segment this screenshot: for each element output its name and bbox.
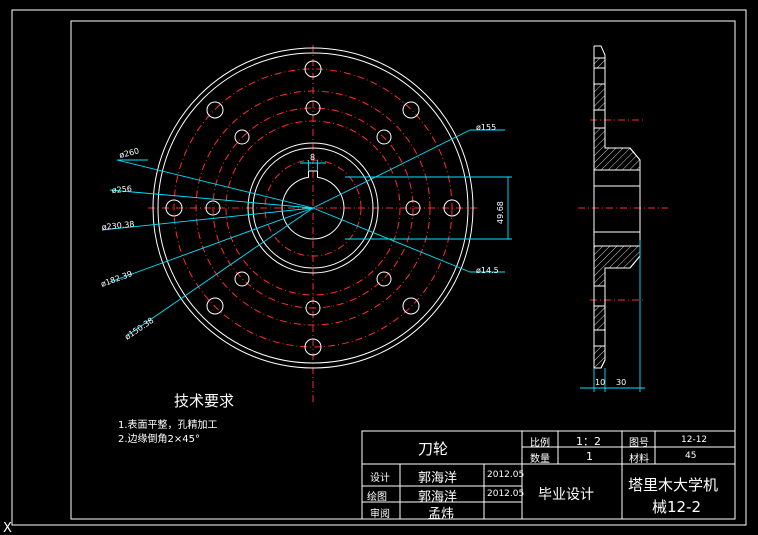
material-label: 材料 <box>629 454 649 465</box>
outer-circle-r160 <box>152 47 474 369</box>
dim-label-d182: ø182.39 <box>100 269 134 289</box>
hub-circle-inner <box>252 147 374 269</box>
outer-bolt-hole <box>304 338 322 356</box>
title-block-grid <box>361 430 736 520</box>
design-label: 设计 <box>370 473 390 484</box>
bolt-circle-inner <box>212 107 414 309</box>
review-name: 孟炜 <box>428 507 455 522</box>
design-date: 2012.05 <box>487 470 525 480</box>
dimension-lines <box>101 129 512 336</box>
review-label: 审阅 <box>370 509 390 520</box>
draw-date: 2012.05 <box>487 489 525 499</box>
leader-d260 <box>116 159 314 209</box>
side-section-view: 10 30 <box>578 45 668 392</box>
leader-d230 <box>101 207 314 231</box>
tech-requirement-1: 1.表面平整，孔精加工 <box>118 420 218 431</box>
draw-label: 绘图 <box>367 492 387 503</box>
dim-label-d256: ø256 <box>111 184 132 195</box>
section-hatch <box>593 345 606 369</box>
bore-with-keyway <box>281 170 345 240</box>
material-value: 45 <box>685 451 697 461</box>
school-name: 塔里木大学机 <box>628 476 719 494</box>
section-hatch <box>593 245 641 287</box>
inner-bolt-hole <box>234 129 250 145</box>
inner-bolt-hole <box>234 271 250 287</box>
drawing-no-label: 图号 <box>629 438 649 449</box>
outer-bolt-hole <box>206 101 224 119</box>
dim-label-d150: ø150.38 <box>123 316 155 342</box>
dim-label-bore-depth: 49.68 <box>496 201 505 224</box>
outer-circle-r155 <box>157 52 469 364</box>
inner-bolt-hole <box>305 100 321 116</box>
qty-label: 数量 <box>530 454 550 465</box>
drawing-no-value: 12-12 <box>681 435 708 445</box>
leader-d256 <box>109 189 314 209</box>
dim-label-key-width: 8 <box>310 153 315 162</box>
leader-d182 <box>109 207 314 283</box>
dim-label-hub-length: 30 <box>616 378 626 387</box>
pitch-circle-r117 <box>195 90 431 326</box>
dim-label-thickness: 10 <box>595 378 605 387</box>
dim-label-d14-5: ø14.5 <box>476 266 499 275</box>
draw-name: 郭海洋 <box>418 490 458 505</box>
pitch-circle-r87 <box>225 120 401 296</box>
leader-d155 <box>312 129 471 209</box>
design-name: 郭海洋 <box>418 471 458 486</box>
dim-label-d260: ø260 <box>118 146 140 160</box>
leader-d150 <box>127 207 314 336</box>
title-block-frame <box>361 430 736 520</box>
ucs-x-marker: X <box>3 521 12 535</box>
inner-bolt-hole <box>376 129 392 145</box>
outer-bolt-hole <box>402 297 420 315</box>
inner-bolt-hole <box>405 200 421 216</box>
inner-bolt-hole <box>376 271 392 287</box>
section-hatch <box>593 83 606 111</box>
scale-value: 1：2 <box>576 435 601 448</box>
section-hatch <box>593 305 606 331</box>
class-name: 械12-2 <box>652 498 702 516</box>
dim-label-d230: ø230.38 <box>101 220 135 232</box>
section-hatch <box>593 57 606 69</box>
inner-bolt-hole <box>305 300 321 316</box>
hub-pitch-circle <box>264 159 362 257</box>
bolt-circle-outer <box>173 68 453 348</box>
section-hatch <box>593 127 641 171</box>
dim-label-d155: ø155 <box>476 123 496 132</box>
outer-sheet-border <box>11 9 747 526</box>
qty-value: 1 <box>586 450 593 463</box>
tech-requirement-2: 2.边缘倒角2×45° <box>118 434 201 445</box>
outer-bolt-hole <box>402 101 420 119</box>
outer-bolt-hole <box>304 60 322 78</box>
project-type: 毕业设计 <box>538 487 594 503</box>
front-view <box>148 45 478 405</box>
part-name: 刀轮 <box>418 440 449 458</box>
leader-d14-5 <box>312 207 471 273</box>
tech-requirements-title: 技术要求 <box>174 392 235 410</box>
hub-circle-outer <box>247 142 379 274</box>
scale-label: 比例 <box>530 438 550 449</box>
outer-bolt-hole <box>443 199 461 217</box>
outer-bolt-hole <box>206 297 224 315</box>
outer-bolt-hole <box>165 199 183 217</box>
inner-bolt-hole <box>205 200 221 216</box>
